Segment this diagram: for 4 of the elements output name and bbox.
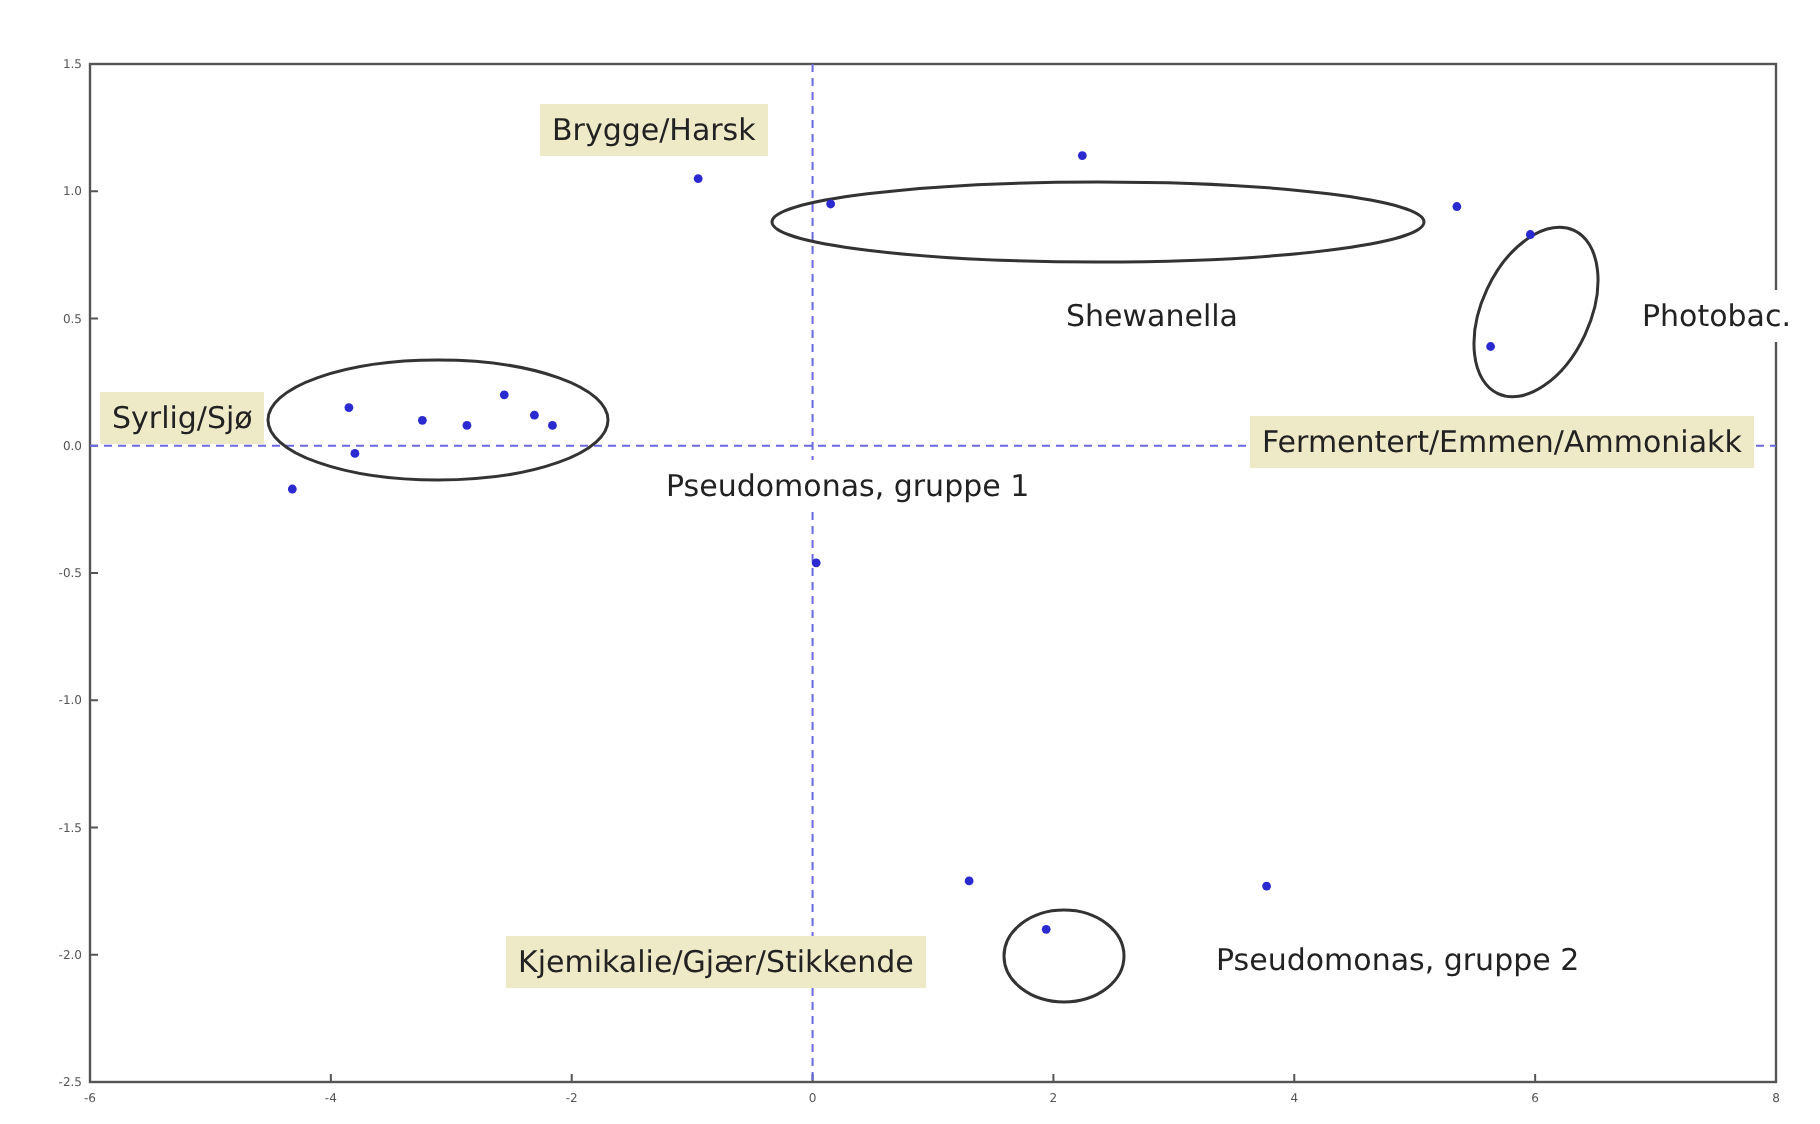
category-tag: Syrlig/Sjø <box>100 392 265 444</box>
category-tag: Fermentert/Emmen/Ammoniakk <box>1250 416 1754 468</box>
category-tag: Brygge/Harsk <box>540 104 768 156</box>
category-tag: Kjemikalie/Gjær/Stikkende <box>506 936 926 988</box>
